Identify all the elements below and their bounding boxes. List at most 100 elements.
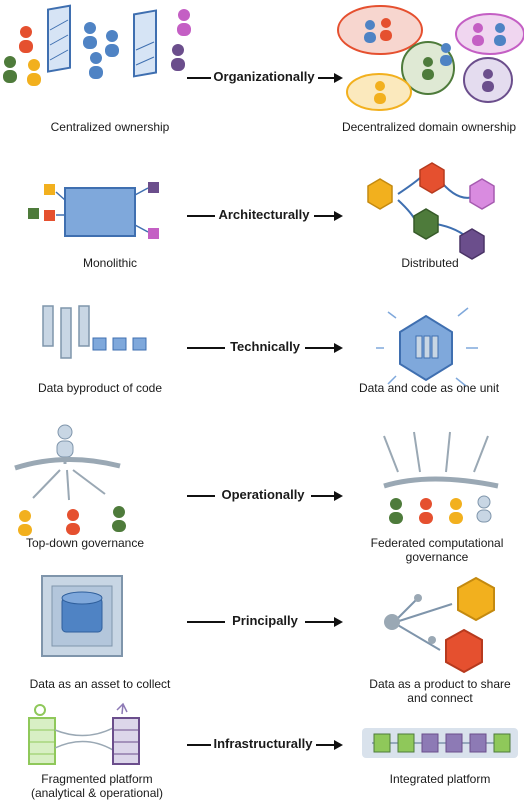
from-label: Fragmented platform (analytical & operat… <box>30 772 164 800</box>
data-block <box>132 337 147 351</box>
domain-hexagon <box>459 228 485 260</box>
analytical-block <box>373 733 391 753</box>
person-icon <box>27 59 41 86</box>
domain-hexagon <box>367 178 393 210</box>
person-icon <box>449 498 463 524</box>
from-label: Top-down governance <box>25 536 145 550</box>
operational-icon <box>116 702 128 715</box>
data-block <box>44 210 55 221</box>
person-icon <box>380 18 392 41</box>
shift-label: Architecturally <box>218 207 310 222</box>
fragmented-platform-illustration <box>28 702 140 765</box>
person-icon <box>364 20 376 43</box>
person-icon <box>476 495 492 523</box>
distributed-illustration <box>367 162 495 260</box>
shift-arrow-left-line <box>187 621 225 623</box>
data-byproduct-illustration <box>42 305 147 359</box>
monolithic-illustration <box>28 182 159 239</box>
shift-arrow-right-line <box>314 215 336 217</box>
analytical-block <box>493 733 511 753</box>
domain-ellipse <box>463 57 513 103</box>
shift-label: Principally <box>232 613 298 628</box>
node-icon <box>428 636 436 644</box>
row-organizationally: Centralized ownership Organizationally D… <box>0 0 524 150</box>
code-block <box>431 335 439 359</box>
shift-arrow-left-line <box>187 77 211 79</box>
data-block <box>112 337 127 351</box>
person-icon <box>112 506 126 532</box>
person-icon <box>482 69 494 92</box>
arrow-head-icon <box>334 73 343 83</box>
shift-label: Technically <box>230 339 300 354</box>
domain-hexagon <box>413 208 439 240</box>
row-operationally: Top-down governance Operationally Federa… <box>0 410 524 570</box>
domain-ellipse <box>337 5 423 55</box>
person-icon <box>18 510 32 536</box>
person-icon <box>3 56 17 83</box>
arrow-head-icon <box>334 343 343 353</box>
domain-ellipse <box>401 41 455 95</box>
person-icon <box>419 498 433 524</box>
data-block <box>148 228 159 239</box>
data-silo-icon <box>133 9 157 78</box>
arrow-head-icon <box>334 740 343 750</box>
person-icon <box>472 23 484 46</box>
to-label: Data and code as one unit <box>358 381 500 395</box>
to-label: Integrated platform <box>389 772 491 786</box>
domain-hexagon <box>469 178 495 210</box>
person-icon <box>177 9 191 36</box>
from-label: Centralized ownership <box>50 120 170 134</box>
code-block <box>60 307 72 359</box>
shift-arrow-left-line <box>187 215 215 217</box>
data-block <box>92 337 107 351</box>
operational-block <box>421 733 439 753</box>
shift-arrow-right-line <box>311 495 336 497</box>
row-architecturally: Monolithic Architecturally Distributed <box>0 150 524 280</box>
analytical-icon <box>34 704 46 716</box>
top-down-governance-illustration <box>14 424 126 536</box>
data-silo-icon <box>47 4 71 73</box>
person-icon <box>422 57 434 80</box>
shift-arrow-right-line <box>305 621 336 623</box>
code-block <box>415 335 423 359</box>
operational-block <box>469 733 487 753</box>
shift-arrow-right-line <box>305 347 336 349</box>
analytical-platform <box>28 717 56 765</box>
person-icon <box>83 22 97 49</box>
node-icon <box>384 614 400 630</box>
person-icon <box>374 81 386 104</box>
shift-arrow-left-line <box>187 744 211 746</box>
from-label: Data as an asset to collect <box>29 677 171 691</box>
to-label: Distributed <box>401 256 459 270</box>
code-block <box>42 305 54 347</box>
data-block <box>44 184 55 195</box>
person-icon <box>440 43 452 66</box>
shift-label: Operationally <box>221 487 305 502</box>
person-icon <box>89 52 103 79</box>
from-label: Data byproduct of code <box>37 381 163 395</box>
row-infrastructurally: Fragmented platform (analytical & operat… <box>0 700 524 800</box>
person-icon <box>494 23 506 46</box>
code-block <box>423 335 431 359</box>
federated-governance-illustration <box>383 431 499 524</box>
shift-arrow-right-line <box>316 744 336 746</box>
data-product-illustration <box>384 576 495 674</box>
code-block <box>78 305 90 347</box>
operational-block <box>445 733 463 753</box>
monolith-block <box>64 187 136 237</box>
arrow-head-icon <box>334 491 343 501</box>
person-icon <box>105 30 119 57</box>
data-product-hexagon <box>445 628 483 674</box>
decentralized-ownership-illustration <box>337 5 524 111</box>
arrow-head-icon <box>334 617 343 627</box>
data-code-unit-illustration <box>376 307 478 387</box>
analytical-block <box>397 733 415 753</box>
shift-arrow-right-line <box>318 77 336 79</box>
operational-platform <box>112 717 140 765</box>
shift-arrow-left-line <box>187 495 215 497</box>
row-technically: Data byproduct of code Technically Data … <box>0 280 524 410</box>
domain-ellipse <box>455 13 524 55</box>
centralized-ownership-illustration <box>3 4 191 86</box>
person-icon <box>19 26 33 53</box>
data-product-hexagon <box>457 576 495 622</box>
